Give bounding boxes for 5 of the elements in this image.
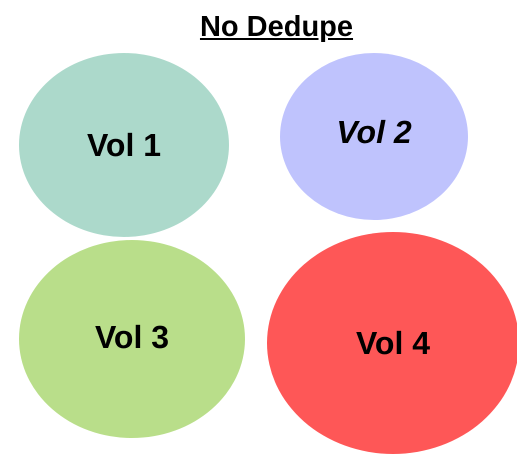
ellipse-label: Vol 2 bbox=[336, 114, 412, 151]
ellipse-label: Vol 4 bbox=[356, 324, 430, 362]
title: No Dedupe bbox=[198, 12, 354, 44]
ellipse-label: Vol 3 bbox=[94, 318, 170, 356]
ellipse-label: Vol 1 bbox=[86, 126, 162, 164]
